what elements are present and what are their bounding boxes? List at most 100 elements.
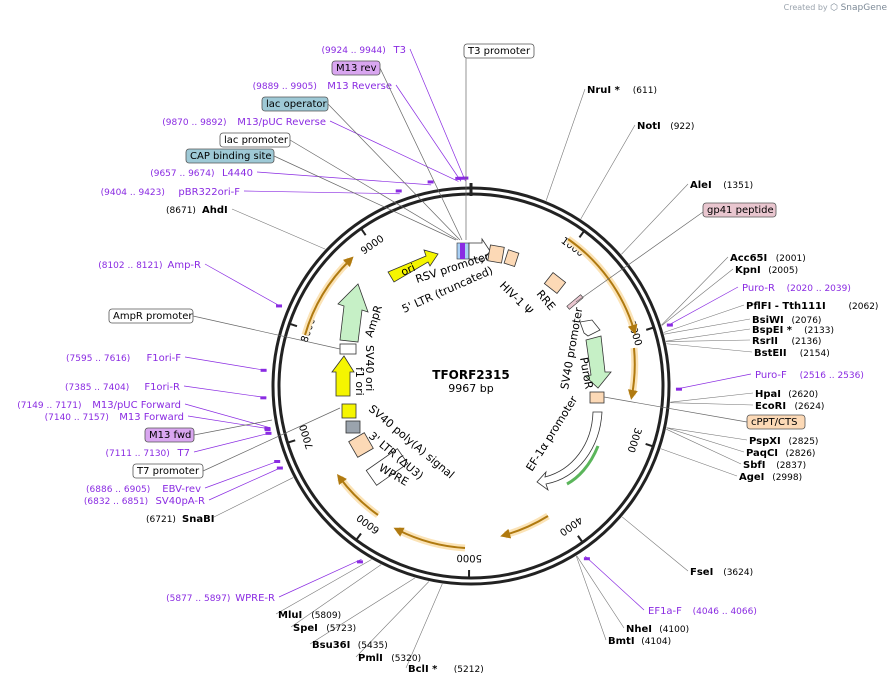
primer-site[interactable]: SV40pA-R(6832 .. 6851) [84, 496, 205, 507]
enzyme-site[interactable]: FseI(3624) [690, 567, 753, 578]
enzyme-leader [309, 577, 416, 645]
orf-arc-bottom [396, 526, 466, 552]
tick-mark [645, 326, 655, 331]
enzyme-site[interactable]: PspXI(2825) [749, 436, 818, 447]
enzyme-name: BclI * [408, 664, 438, 675]
box-leaders [192, 58, 748, 472]
primer-site[interactable]: M13/pUC Forward(7149 .. 7171) [17, 400, 181, 411]
primer-name: EBV-rev [162, 484, 201, 495]
enzyme-name: PflFI - Tth111I [746, 301, 826, 312]
primer-leader [243, 190, 400, 195]
enzyme-name: NruI * [587, 85, 621, 96]
sv40-ori-block [341, 403, 357, 419]
cap-binding-leader [273, 155, 457, 241]
enzyme-position: (2620) [788, 390, 818, 400]
enzyme-name: PaqCI [746, 448, 778, 459]
primer-site[interactable]: WPRE-R(5877 .. 5897) [166, 593, 275, 604]
enzyme-site[interactable]: NotI(922) [637, 121, 694, 132]
plasmid-name: TFORF2315 [432, 368, 509, 382]
enzyme-leader [211, 477, 294, 519]
enzyme-site[interactable]: BsiWI(2076) [752, 315, 821, 326]
gp41-bar [566, 294, 584, 310]
primer-name: M13/pUC Forward [92, 400, 181, 411]
primer-leader [278, 559, 362, 598]
primer-site[interactable]: F1ori-R(7385 .. 7404) [65, 382, 180, 393]
enzyme-site[interactable]: KpnI(2005) [735, 265, 798, 276]
enzyme-site[interactable]: AgeI(2998) [739, 472, 802, 483]
primer-site[interactable]: EBV-rev(6886 .. 6905) [86, 484, 201, 495]
primer-site[interactable]: T3(9924 .. 9944) [322, 45, 406, 56]
snapgene-brand: Created by ⬡ SnapGene [784, 3, 887, 13]
ampr-promoter-label: AmpR promoter [113, 311, 193, 322]
primer-marker [583, 557, 590, 561]
enzyme-leader [576, 555, 607, 641]
primer-marker [666, 323, 673, 327]
enzyme-leader [576, 555, 625, 629]
enzyme-name: BmtI [608, 636, 635, 647]
primer-site[interactable]: Amp-R(8102 .. 8121) [98, 260, 201, 271]
puror-arrow [584, 335, 612, 389]
primer-marker [276, 466, 283, 470]
primer-site[interactable]: Puro-F(2516 .. 2536) [755, 370, 864, 381]
primer-marker [260, 396, 267, 400]
cppt-leader [603, 396, 748, 423]
enzyme-site[interactable]: Bsu36I(5435) [312, 640, 388, 651]
primer-site[interactable]: M13 Reverse(9889 .. 9905) [253, 81, 392, 92]
enzyme-site[interactable]: PflFI - Tth111I(2062) [746, 301, 878, 312]
primer-site[interactable]: Puro-R(2020 .. 2039) [742, 283, 851, 294]
primer-site[interactable]: T7 (7111 .. 7130) [106, 448, 190, 459]
primer-range: (9657 .. 9674) [150, 169, 214, 179]
primer-range: (7595 .. 7616) [66, 354, 130, 364]
primer-site[interactable]: pBR322ori-F(9404 .. 9423) [101, 187, 241, 198]
enzyme-site[interactable]: AleI(1351) [690, 180, 753, 191]
primer-leader [395, 84, 462, 182]
enzyme-leader [580, 124, 636, 219]
primer-marker [274, 459, 281, 463]
sv40-ori-label: SV40 ori [363, 345, 376, 391]
enzyme-site[interactable]: (8671)AhdI [166, 205, 228, 216]
enzyme-site[interactable]: EcoRI(2624) [755, 401, 824, 412]
primer-site[interactable]: M13 Forward(7140 .. 7157) [45, 412, 184, 423]
primer-range: (9404 .. 9423) [101, 188, 165, 198]
enzyme-name: NheI [626, 624, 652, 635]
enzyme-site[interactable]: PaqCI(2826) [746, 448, 815, 459]
primer-name: T7 [177, 448, 190, 459]
enzyme-site[interactable]: HpaI(2620) [755, 389, 818, 400]
enzyme-site[interactable]: Acc65I(2001) [730, 253, 806, 264]
enzyme-site[interactable]: BspEI *(2133) [752, 325, 834, 336]
primer-site[interactable]: EF1a-F(4046 .. 4066) [648, 606, 757, 617]
enzyme-site[interactable]: (6721)SnaBI [146, 514, 214, 525]
primer-range: (7140 .. 7157) [45, 413, 109, 423]
tick-mark [355, 532, 362, 541]
enzyme-site[interactable]: BmtI(4104) [608, 636, 671, 647]
enzyme-site[interactable]: RsrII(2136) [752, 336, 821, 347]
primer-marker [455, 176, 462, 180]
enzyme-site[interactable]: NheI(4100) [626, 624, 689, 635]
inner-features [331, 237, 612, 492]
primer-leader [256, 171, 432, 186]
primer-name: EF1a-F [648, 606, 682, 617]
enzyme-site[interactable]: BstEII(2154) [754, 348, 830, 359]
enzyme-leader [670, 402, 754, 406]
enzyme-site[interactable]: NruI *(611) [587, 85, 657, 96]
enzyme-site[interactable]: SbfI(2837) [743, 460, 806, 471]
primer-range: (5877 .. 5897) [166, 594, 230, 604]
tick-mark [578, 230, 585, 238]
enzyme-site[interactable]: SpeI(5723) [293, 623, 356, 634]
m13-fwd-label: M13 fwd [149, 430, 191, 441]
primer-name: Puro-F [755, 370, 787, 381]
enzyme-leader [661, 256, 729, 326]
enzyme-site[interactable]: PmlI(5320) [358, 653, 421, 664]
primer-site[interactable]: F1ori-F(7595 .. 7616) [66, 353, 181, 364]
enzyme-site[interactable]: MluI(5809) [278, 610, 341, 621]
enzyme-leader [663, 304, 745, 333]
primer-marker [462, 176, 469, 180]
cap-binding-site-label: CAP binding site [190, 151, 272, 162]
primer-name: T3 [393, 45, 406, 56]
primer-site[interactable]: M13/pUC Reverse(9870 .. 9892) [162, 117, 326, 128]
primer-leader [184, 403, 271, 429]
primer-range: (7111 .. 7130) [106, 449, 170, 459]
primer-site[interactable]: L4440(9657 .. 9674) [150, 168, 253, 179]
enzyme-leader [660, 448, 738, 477]
enzyme-site[interactable]: BclI *(5212) [408, 664, 484, 675]
